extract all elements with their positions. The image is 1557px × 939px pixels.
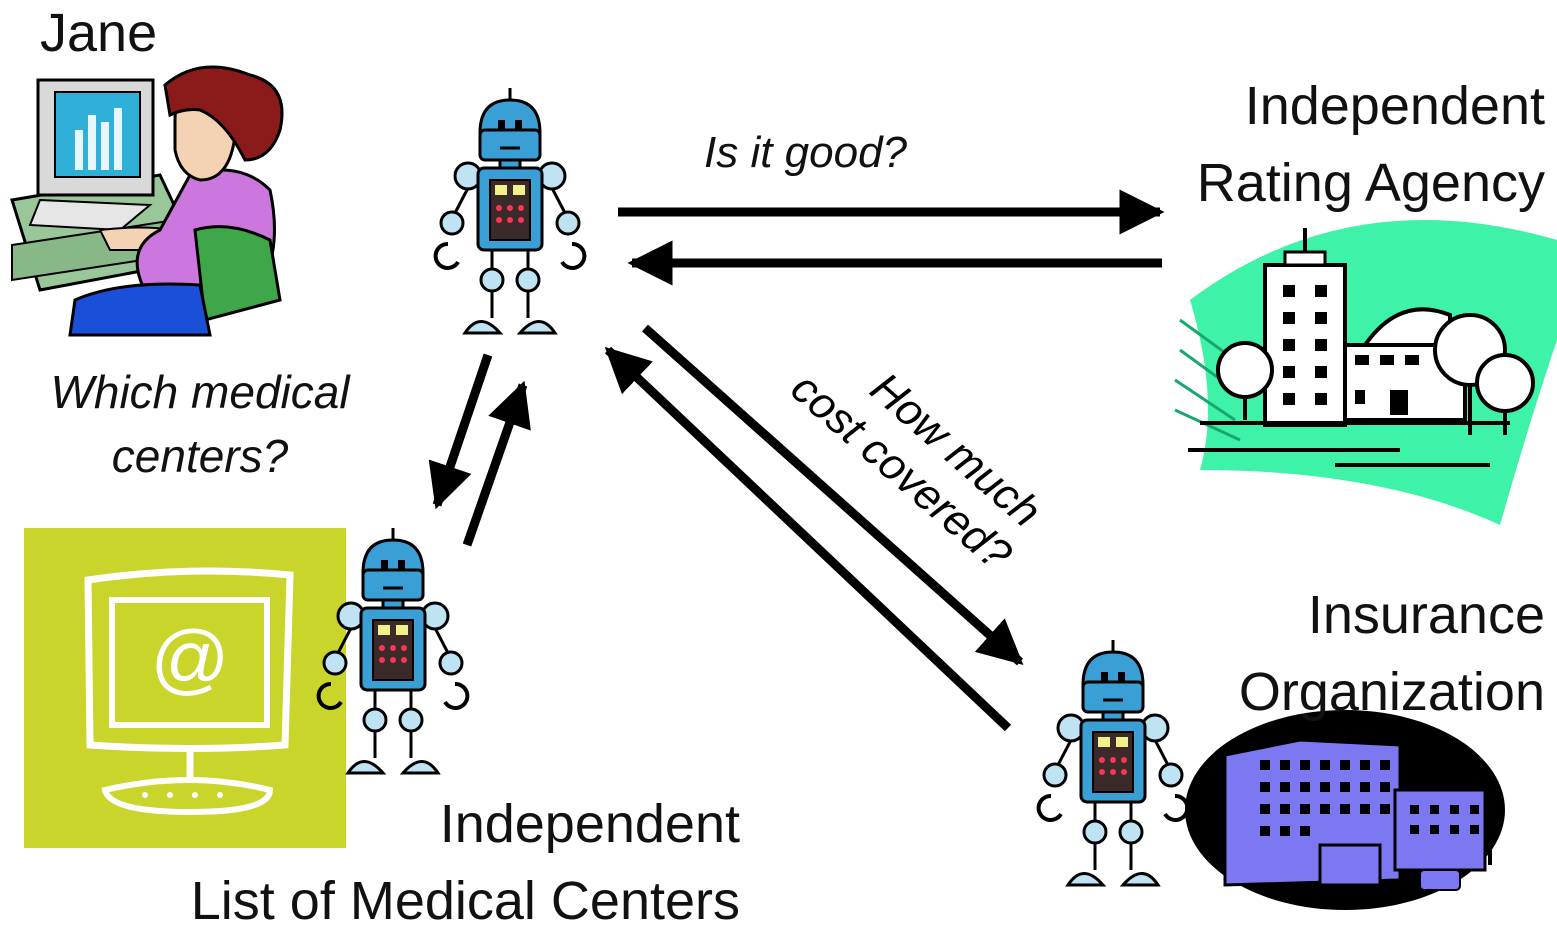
edge-label-cost: How much cost covered?	[782, 363, 1050, 580]
rating-agency-label-line1: Independent	[1244, 76, 1545, 136]
medical-list-label: Independent List of Medical Centers	[191, 786, 740, 939]
svg-text:@: @	[150, 614, 229, 702]
insurance-label-line1: Insurance	[1307, 585, 1545, 645]
medical-list-label-line2: List of Medical Centers	[190, 870, 740, 931]
jane-question-line2: centers?	[111, 430, 289, 483]
arrow-to-insurance	[642, 324, 1024, 666]
agent-robot-main	[433, 86, 587, 335]
rating-agency-label-line2: Rating Agency	[1196, 152, 1545, 213]
agent-robot-insurance	[1036, 638, 1190, 887]
arrow-from-medical	[462, 380, 531, 547]
insurance-illustration	[1185, 710, 1505, 910]
insurance-label-line2: Organization	[1238, 661, 1545, 722]
rating-agency-illustration	[1174, 220, 1557, 525]
medical-list-label-line1: Independent	[439, 794, 740, 854]
insurance-label: Insurance Organization	[1239, 577, 1545, 730]
arrows	[428, 189, 1165, 732]
arrow-from-insurance	[604, 346, 1012, 732]
jane-question: Which medical centers?	[20, 360, 380, 489]
medical-list-illustration: @	[24, 528, 346, 848]
arrow-to-medical	[428, 353, 493, 510]
jane-illustration	[10, 65, 284, 337]
jane-label: Jane	[40, 3, 158, 63]
jane-question-line1: Which medical	[50, 366, 350, 418]
rating-agency-label: Independent Rating Agency	[1197, 68, 1545, 221]
edge-label-quality: Is it good?	[704, 128, 908, 177]
